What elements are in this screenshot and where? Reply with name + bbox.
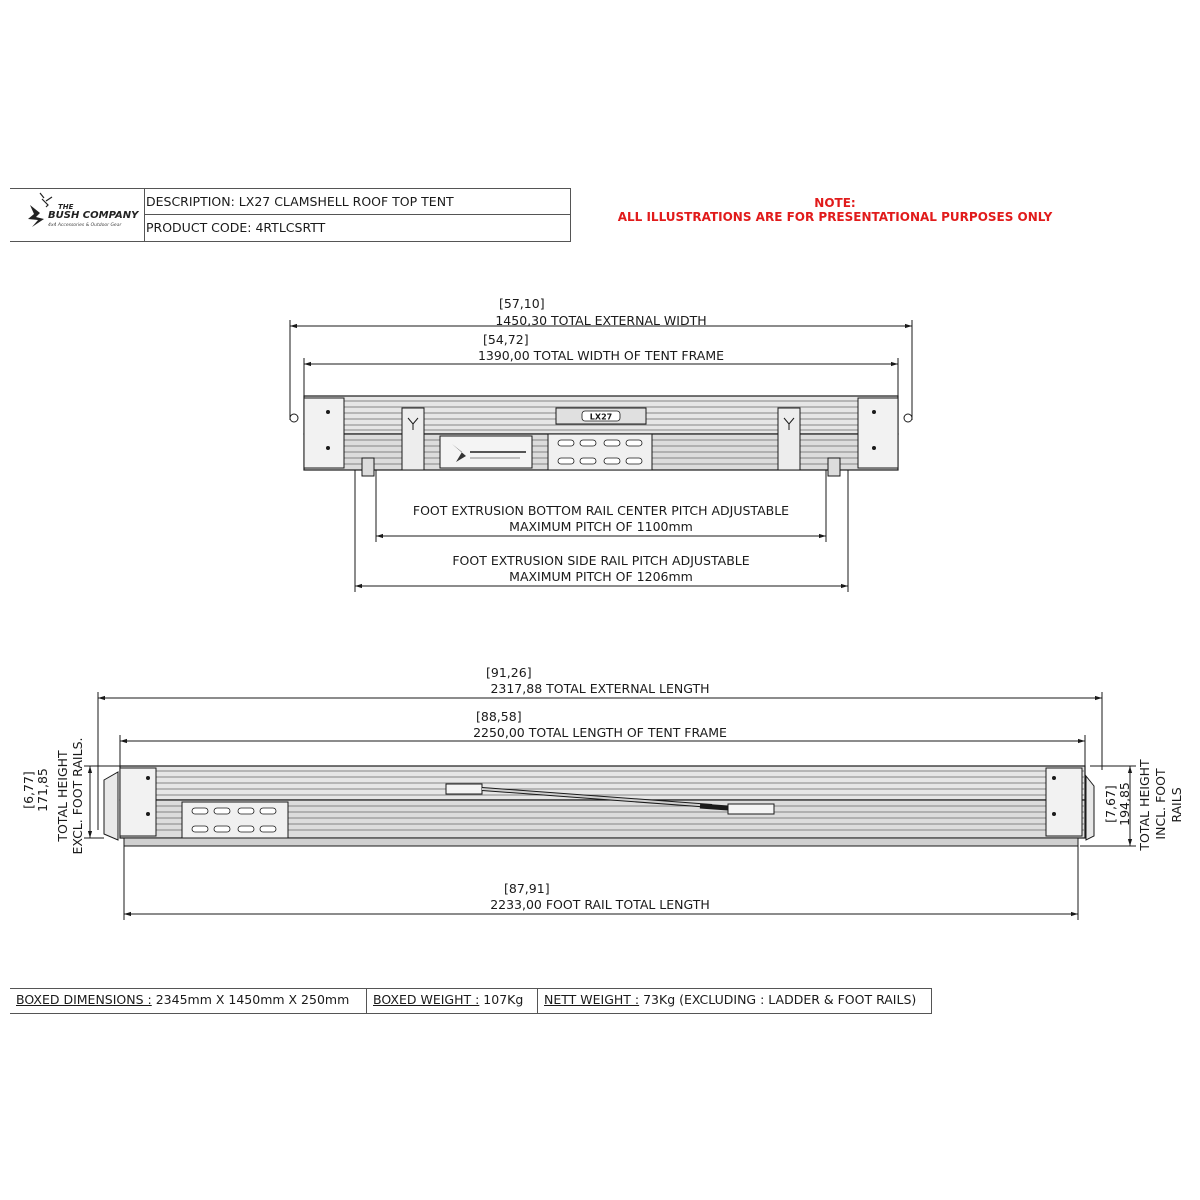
frame-length-label: 2250,00 TOTAL LENGTH OF TENT FRAME <box>473 725 727 740</box>
logo-line1: THE <box>58 203 74 211</box>
boxed-dimensions-label: BOXED DIMENSIONS : <box>16 992 152 1007</box>
spec-table: BOXED DIMENSIONS : 2345mm X 1450mm X 250… <box>10 988 932 1014</box>
note-title: NOTE: <box>814 196 856 210</box>
external-length-label: 2317,88 TOTAL EXTERNAL LENGTH <box>490 681 710 696</box>
strut-mount-left <box>445 783 483 795</box>
boxed-weight-value: 107Kg <box>479 992 524 1007</box>
product-code-row: PRODUCT CODE: 4RTLCSRTT <box>146 220 326 235</box>
foot-rail-inches: 87,91 <box>504 882 550 896</box>
description-row: DESCRIPTION: LX27 CLAMSHELL ROOF TOP TEN… <box>144 189 570 215</box>
bottom-rail-text-line1: FOOT EXTRUSION BOTTOM RAIL CENTER PITCH … <box>412 503 790 518</box>
spec-divider <box>537 989 538 1013</box>
bush-company-logo-graphic: THE BUSH COMPANY 4x4 Accessories & Outdo… <box>28 192 140 228</box>
height-excl-value: 171,85 <box>35 768 50 812</box>
bottom-rail-text-line2: MAXIMUM PITCH OF 1100mm <box>509 519 693 534</box>
top-view-dimensions <box>289 320 913 592</box>
note-text: ALL ILLUSTRATIONS ARE FOR PRESENTATIONAL… <box>617 210 1053 224</box>
frame-length-inches: 88,58 <box>476 710 522 724</box>
spec-divider <box>931 989 932 1013</box>
boxed-weight-cell: BOXED WEIGHT : 107Kg <box>367 989 537 1013</box>
side-view-dimensions <box>84 692 1136 920</box>
side-rail-text-line2: MAXIMUM PITCH OF 1206mm <box>509 569 693 584</box>
external-length-inches: 91,26 <box>486 666 532 680</box>
height-incl-label-line3: RAILS <box>1169 787 1184 823</box>
company-logo: THE BUSH COMPANY 4x4 Accessories & Outdo… <box>10 189 145 241</box>
logo-tagline: 4x4 Accessories & Outdoor Gear <box>48 222 122 228</box>
height-incl-label-line1: TOTAL HEIGHT <box>1137 759 1152 851</box>
external-width-label: 1450,30 TOTAL EXTERNAL WIDTH <box>495 313 707 328</box>
spec-divider <box>366 989 367 1013</box>
foot-plate <box>547 433 653 471</box>
logo-line2: BUSH COMPANY <box>48 210 140 221</box>
boxed-weight-label: BOXED WEIGHT : <box>373 992 480 1007</box>
height-incl-inches: 7,67 <box>1103 774 1118 834</box>
top-view-tent: LX27 <box>289 395 913 477</box>
title-block: THE BUSH COMPANY 4x4 Accessories & Outdo… <box>10 188 571 242</box>
nett-weight-label: NETT WEIGHT : <box>544 992 640 1007</box>
height-excl-label-line1: TOTAL HEIGHT <box>55 750 70 842</box>
side-view-tent <box>103 765 1095 847</box>
badge-text: LX27 <box>590 413 612 422</box>
left-latch <box>401 407 425 471</box>
side-rail-text-line1: FOOT EXTRUSION SIDE RAIL PITCH ADJUSTABL… <box>452 553 750 568</box>
height-excl-inches: 6,77 <box>21 760 36 820</box>
height-incl-value: 194,85 <box>1117 782 1132 826</box>
frame-width-label: 1390,00 TOTAL WIDTH OF TENT FRAME <box>477 348 725 363</box>
frame-width-inches: 54,72 <box>483 333 529 347</box>
illustration-note: NOTE: ALL ILLUSTRATIONS ARE FOR PRESENTA… <box>600 196 1070 224</box>
right-latch <box>777 407 801 471</box>
nett-weight-value: 73Kg (EXCLUDING : LADDER & FOOT RAILS) <box>639 992 917 1007</box>
strut-mount-right <box>727 803 775 815</box>
boxed-dimensions-value: 2345mm X 1450mm X 250mm <box>151 992 350 1007</box>
external-width-inches: 57,10 <box>499 297 545 311</box>
height-incl-label-line2: INCL. FOOT <box>1153 768 1168 840</box>
side-foot-plate <box>181 801 289 839</box>
side-foot-rail <box>123 837 1079 847</box>
height-excl-label-line2: EXCL. FOOT RAILS. <box>70 737 85 855</box>
foot-rail-length-label: 2233,00 FOOT RAIL TOTAL LENGTH <box>490 897 710 912</box>
boxed-dimensions-cell: BOXED DIMENSIONS : 2345mm X 1450mm X 250… <box>10 989 366 1013</box>
nett-weight-cell: NETT WEIGHT : 73Kg (EXCLUDING : LADDER &… <box>538 989 932 1013</box>
